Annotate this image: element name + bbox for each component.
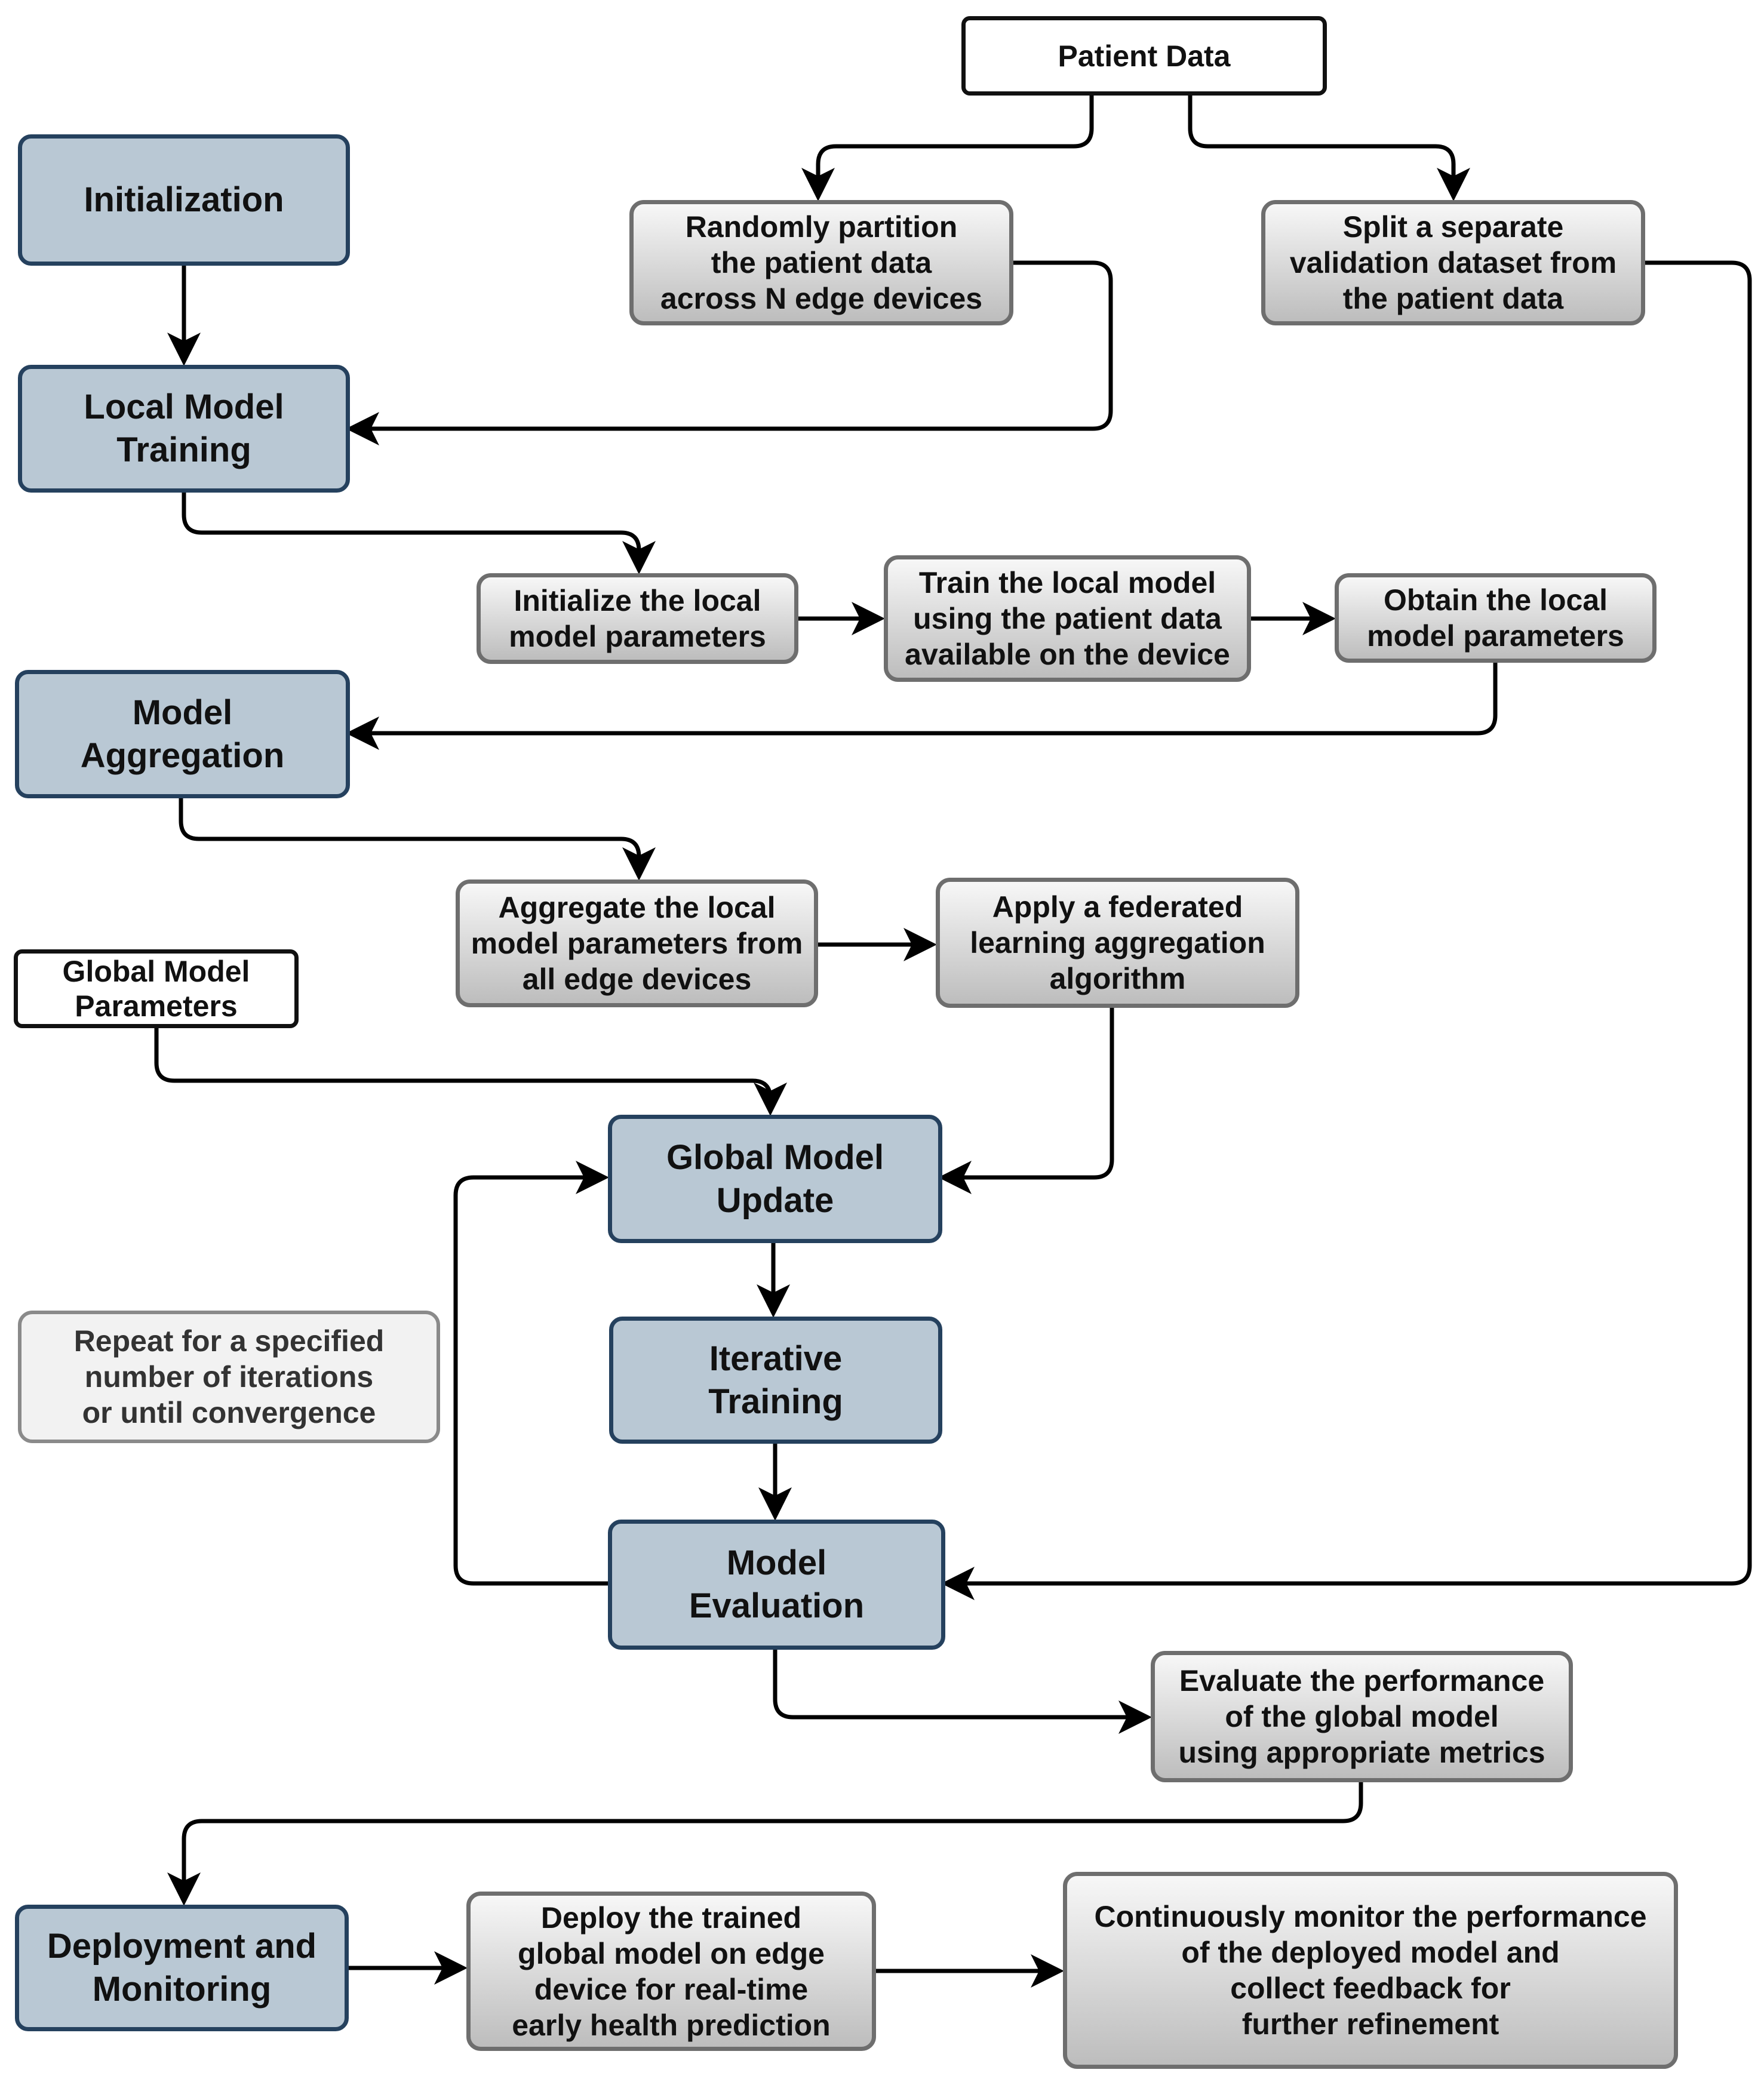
arrow-apply-to-update	[938, 1008, 1114, 1194]
arrow-partition-to-local-training	[346, 260, 1113, 445]
monitor-performance-step: Continuously monitor the performance of …	[1063, 1872, 1678, 2069]
initialization-stage: Initialization	[18, 134, 350, 266]
arrow-obtain-to-aggregation	[346, 663, 1498, 750]
apply-fed-algorithm-step: Apply a federated learning aggregation a…	[936, 878, 1299, 1008]
deploy-model-step: Deploy the trained global model on edge …	[466, 1892, 876, 2051]
patient-data-node: Patient Data	[961, 16, 1327, 96]
global-model-parameters-node: Global Model Parameters	[14, 949, 299, 1028]
aggregate-local-params-step: Aggregate the local model parameters fro…	[456, 879, 818, 1007]
repeat-iterations-note: Repeat for a specified number of iterati…	[18, 1311, 440, 1443]
iterative-training-stage: Iterative Training	[609, 1317, 942, 1444]
arrow-evaluate-to-deployment	[167, 1782, 1363, 1906]
global-model-update-stage: Global Model Update	[608, 1115, 942, 1243]
local-model-training-stage: Local Model Training	[18, 365, 350, 493]
arrow-aggregation-to-aggregate-params	[179, 798, 656, 881]
arrow-global-params-to-update	[154, 1028, 787, 1116]
initialize-local-params-step: Initialize the local model parameters	[477, 573, 798, 664]
deployment-monitoring-stage: Deployment and Monitoring	[15, 1905, 349, 2031]
split-validation-step: Split a separate validation dataset from…	[1261, 200, 1645, 325]
arrow-evaluation-loop-to-update	[453, 1161, 609, 1586]
arrow-split-to-evaluation	[941, 260, 1752, 1600]
arrow-local-training-to-init-params	[182, 493, 656, 574]
train-local-model-step: Train the local model using the patient …	[884, 555, 1251, 682]
obtain-local-params-step: Obtain the local model parameters	[1335, 573, 1657, 663]
model-evaluation-stage: Model Evaluation	[608, 1520, 945, 1650]
model-aggregation-stage: Model Aggregation	[15, 670, 350, 798]
arrow-patient-to-partition	[801, 96, 1094, 201]
arrow-evaluation-to-evaluate-performance	[773, 1650, 1152, 1734]
arrow-patient-to-split	[1188, 96, 1470, 201]
evaluate-performance-step: Evaluate the performance of the global m…	[1151, 1651, 1573, 1782]
partition-data-step: Randomly partition the patient data acro…	[629, 200, 1013, 325]
